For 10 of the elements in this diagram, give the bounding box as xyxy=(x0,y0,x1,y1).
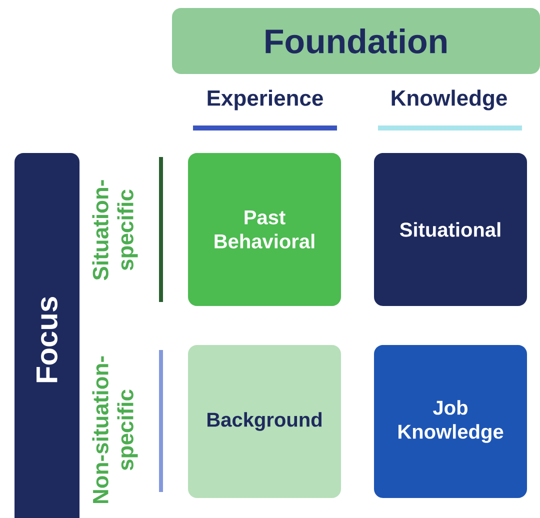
header-band: Foundation xyxy=(172,8,540,74)
quadrant-box: Past Behavioral xyxy=(188,153,341,306)
quadrant-box: Situational xyxy=(374,153,527,306)
quadrant-box: Background xyxy=(188,345,341,498)
axis-label: Non-situation-specific xyxy=(92,356,138,504)
axis-label: Situation-specific xyxy=(92,180,138,280)
quadrant-box: Job Knowledge xyxy=(374,345,527,498)
side-band: Focus xyxy=(14,153,80,518)
axis-label: Experience xyxy=(208,90,323,110)
axis-label: Knowledge xyxy=(392,90,507,110)
